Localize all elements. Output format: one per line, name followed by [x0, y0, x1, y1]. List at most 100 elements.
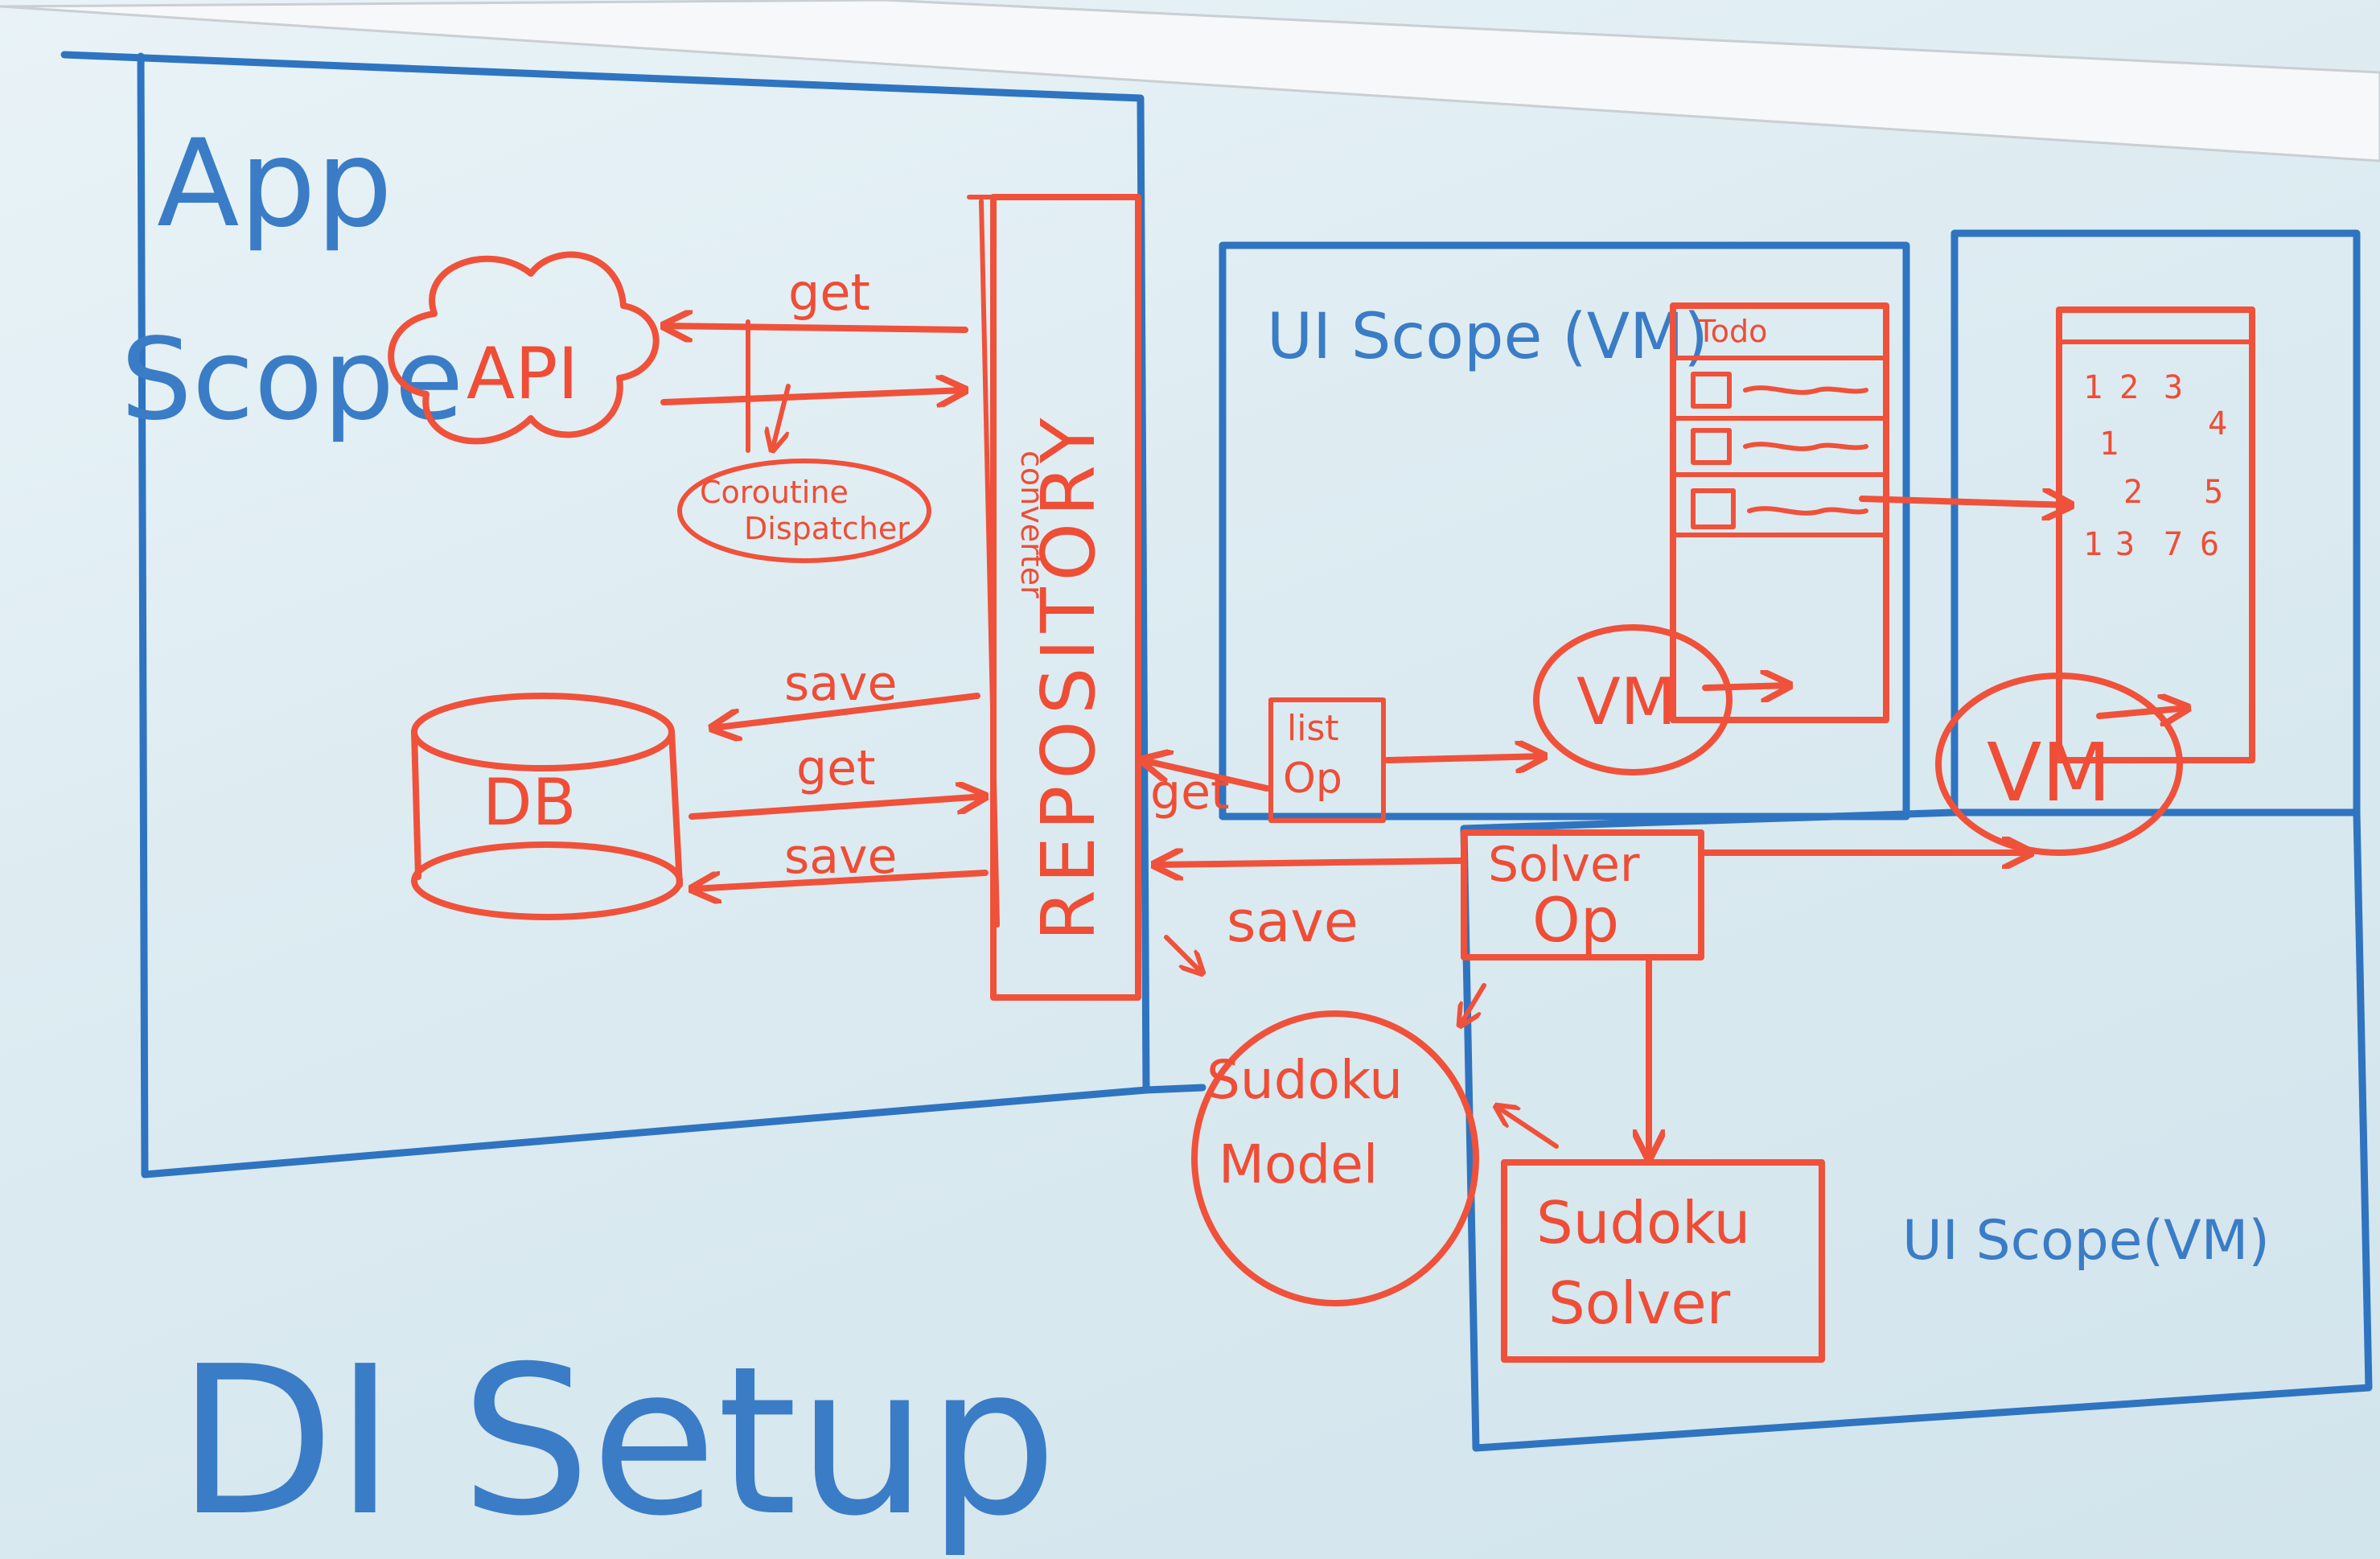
arrow-repo-to-db-save-top — [712, 693, 980, 728]
edge-api-get: get — [788, 263, 870, 322]
sudoku-solver-label-line2: Solver — [1548, 1269, 1731, 1337]
grid-cell: 1 — [2083, 526, 2103, 563]
edge-db-save-top: save — [784, 656, 897, 712]
ui-scope-list-border — [1219, 241, 1910, 821]
sudoku-model-label-line2: Model — [1219, 1133, 1378, 1195]
grid-cell: 6 — [2200, 526, 2219, 563]
repository-box — [990, 194, 1141, 1001]
arrow-solverop-to-model — [1460, 983, 1486, 1026]
sudoku-model-label-line1: Sudoku — [1206, 1049, 1403, 1111]
edge-db-get: get — [796, 740, 876, 796]
grid-cell: 4 — [2208, 405, 2227, 442]
api-label: API — [467, 332, 578, 415]
ui-scope-solver: UI Scope(VM) — [1460, 808, 2373, 1452]
api-cloud-shape — [388, 251, 660, 445]
diagram-title: DI Setup — [177, 1322, 1058, 1559]
arrow-repo-to-model — [1164, 935, 1202, 973]
arrow-listop-to-vm — [1384, 756, 1544, 760]
arrow-repo-to-api — [664, 326, 968, 330]
list-item-text-squiggle — [1743, 442, 1868, 451]
vm-grid-arrow — [2096, 708, 2188, 716]
phone-grid-frame — [2056, 306, 2255, 763]
db-cylinder: DB — [411, 693, 683, 920]
ui-scope-grid-border — [1950, 229, 2361, 817]
phone-list: Todo — [1670, 302, 1889, 723]
arrow-dispatcher-link — [746, 319, 788, 450]
api-cloud: API — [388, 251, 660, 445]
sudoku-model-circle — [1191, 1010, 1479, 1306]
list-op: list Op — [1268, 697, 1386, 823]
db-label: DB — [483, 765, 576, 840]
arrow-repo-to-db-save-bottom — [692, 870, 989, 889]
sudoku-model: Sudoku Model — [1191, 1010, 1479, 1306]
app-scope-label-line2: Scope — [121, 315, 464, 446]
grid-cell: 1 — [2083, 369, 2103, 406]
phone-list-frame — [1670, 302, 1889, 723]
db-bottom — [411, 841, 683, 920]
vm-list: VM — [1533, 624, 1790, 775]
solver-op-box — [1461, 829, 1704, 960]
arrow-listop-to-repo-get — [1142, 760, 1270, 792]
coroutine-dispatcher: Coroutine Dispatcher — [677, 459, 931, 563]
arrow-api-to-repo — [660, 390, 965, 402]
edge-list-get: get — [1150, 764, 1230, 821]
ui-scope-list: UI Scope (VM) — [1219, 241, 1910, 821]
list-item-thumb — [1691, 428, 1732, 465]
solver-op-label-line1: Solver — [1488, 837, 1640, 893]
vm-list-arrow — [1702, 685, 1790, 688]
arrow-solverop-to-repo-save — [1154, 861, 1463, 865]
vm-grid: VM — [1935, 673, 2188, 856]
ui-scope-solver-border — [1460, 808, 2373, 1452]
list-item-thumb — [1691, 488, 1736, 529]
vm-list-label: VM — [1576, 664, 1676, 739]
repository-label: REPOSITORY — [1026, 412, 1112, 941]
whiteboard-rail — [0, 0, 2380, 162]
edge-solver-save: save — [1227, 889, 1359, 955]
db-body — [411, 729, 683, 888]
solver-op-label-line2: Op — [1532, 884, 1619, 956]
grid-cell: 5 — [2204, 474, 2223, 511]
phone-list-header: Todo — [1696, 314, 1767, 349]
repository: REPOSITORY — [990, 194, 1141, 1001]
grid-cell: 1 — [2099, 426, 2119, 463]
solver-op: Solver Op — [1461, 829, 1704, 960]
vm-grid-label: VM — [1987, 726, 2111, 820]
arrow-db-to-repo-get — [689, 796, 985, 820]
sudoku-solver: Sudoku Solver — [1501, 1159, 1825, 1363]
app-scope-label-line1: App — [157, 114, 393, 254]
grid-cell: 7 — [2164, 526, 2183, 563]
arrow-solver-to-model — [1496, 1106, 1559, 1149]
list-op-box — [1268, 697, 1386, 823]
edge-db-save-bottom: save — [784, 829, 897, 885]
coroutine-dispatcher-label-line1: Coroutine — [700, 475, 849, 510]
app-scope-border — [60, 51, 1206, 1179]
ui-scope-grid — [1950, 229, 2361, 817]
grid-cell: 3 — [2115, 526, 2135, 563]
coroutine-dispatcher-label-line2: Dispatcher — [744, 511, 910, 546]
list-item — [1671, 428, 1889, 477]
coroutine-dispatcher-shape — [677, 459, 931, 563]
db-top — [411, 693, 675, 771]
grid-cell: 3 — [2164, 369, 2183, 406]
list-item-text-squiggle — [1747, 506, 1868, 516]
list-item-text-squiggle — [1743, 385, 1868, 395]
list-op-label-line2: Op — [1283, 755, 1342, 803]
converter-label: converter — [1014, 450, 1050, 599]
phone-grid: 1 2 3 4 1 2 5 1 3 7 6 — [2056, 306, 2255, 763]
vm-grid-circle — [1935, 673, 2183, 856]
list-item — [1671, 488, 1889, 537]
sudoku-grid: 1 2 3 4 1 2 5 1 3 7 6 — [2083, 369, 2227, 563]
ui-scope-solver-label: UI Scope(VM) — [1902, 1209, 2270, 1273]
app-scope: App Scope — [60, 51, 1206, 1179]
arrow-list-to-grid — [1859, 499, 2071, 505]
list-item — [1671, 372, 1889, 421]
list-item-thumb — [1691, 372, 1732, 409]
sudoku-solver-label-line1: Sudoku — [1536, 1189, 1750, 1257]
grid-cell: 2 — [2119, 369, 2139, 406]
list-op-label-line1: list — [1287, 708, 1339, 749]
vm-list-circle — [1533, 624, 1733, 775]
ui-scope-list-label: UI Scope (VM) — [1267, 301, 1708, 373]
grid-cell: 2 — [2123, 474, 2143, 511]
sudoku-solver-box — [1501, 1159, 1825, 1363]
